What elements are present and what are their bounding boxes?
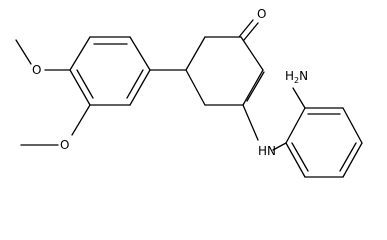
bond — [185, 36, 206, 71]
aminophenyl-ring: H2N — [285, 69, 363, 178]
bond-double-inner — [126, 69, 144, 99]
amine-label: H2N — [285, 69, 308, 85]
dimethoxyphenyl-ring — [69, 36, 151, 106]
bond-double — [243, 22, 259, 41]
methoxy-bottom-oxygen-label: O — [60, 138, 69, 152]
methoxy-top-oxygen-label: O — [32, 63, 41, 77]
bond — [272, 142, 287, 151]
bond — [240, 36, 264, 71]
bond — [71, 104, 91, 136]
bond — [292, 87, 306, 109]
amino-linkage: HN — [242, 104, 287, 158]
bond — [342, 107, 363, 144]
bond-double-inner — [76, 69, 94, 99]
bond-double-inner — [291, 142, 309, 172]
carbonyl-oxygen-label: O — [257, 7, 266, 21]
bond-double-inner — [246, 71, 265, 102]
bond — [69, 69, 91, 106]
imine-label: HN — [258, 144, 276, 158]
bond-double-inner — [339, 142, 357, 172]
bond — [242, 69, 264, 106]
methoxy-top: O — [15, 39, 71, 77]
bond — [185, 69, 206, 106]
bond-methyl — [15, 39, 32, 65]
bond — [129, 69, 151, 106]
bond — [242, 104, 259, 141]
structure-diagram: O HN H2N O — [15, 7, 363, 178]
bond — [69, 36, 91, 71]
bond — [342, 142, 363, 178]
cyclohexenone-ring — [185, 36, 265, 106]
bond — [129, 36, 151, 71]
bond-double — [238, 19, 254, 38]
bond — [285, 107, 306, 144]
carbonyl-group: O — [238, 7, 266, 41]
bond — [285, 142, 306, 178]
molecule-drawing: O HN H2N O — [15, 7, 363, 178]
methoxy-bottom: O — [20, 104, 91, 152]
